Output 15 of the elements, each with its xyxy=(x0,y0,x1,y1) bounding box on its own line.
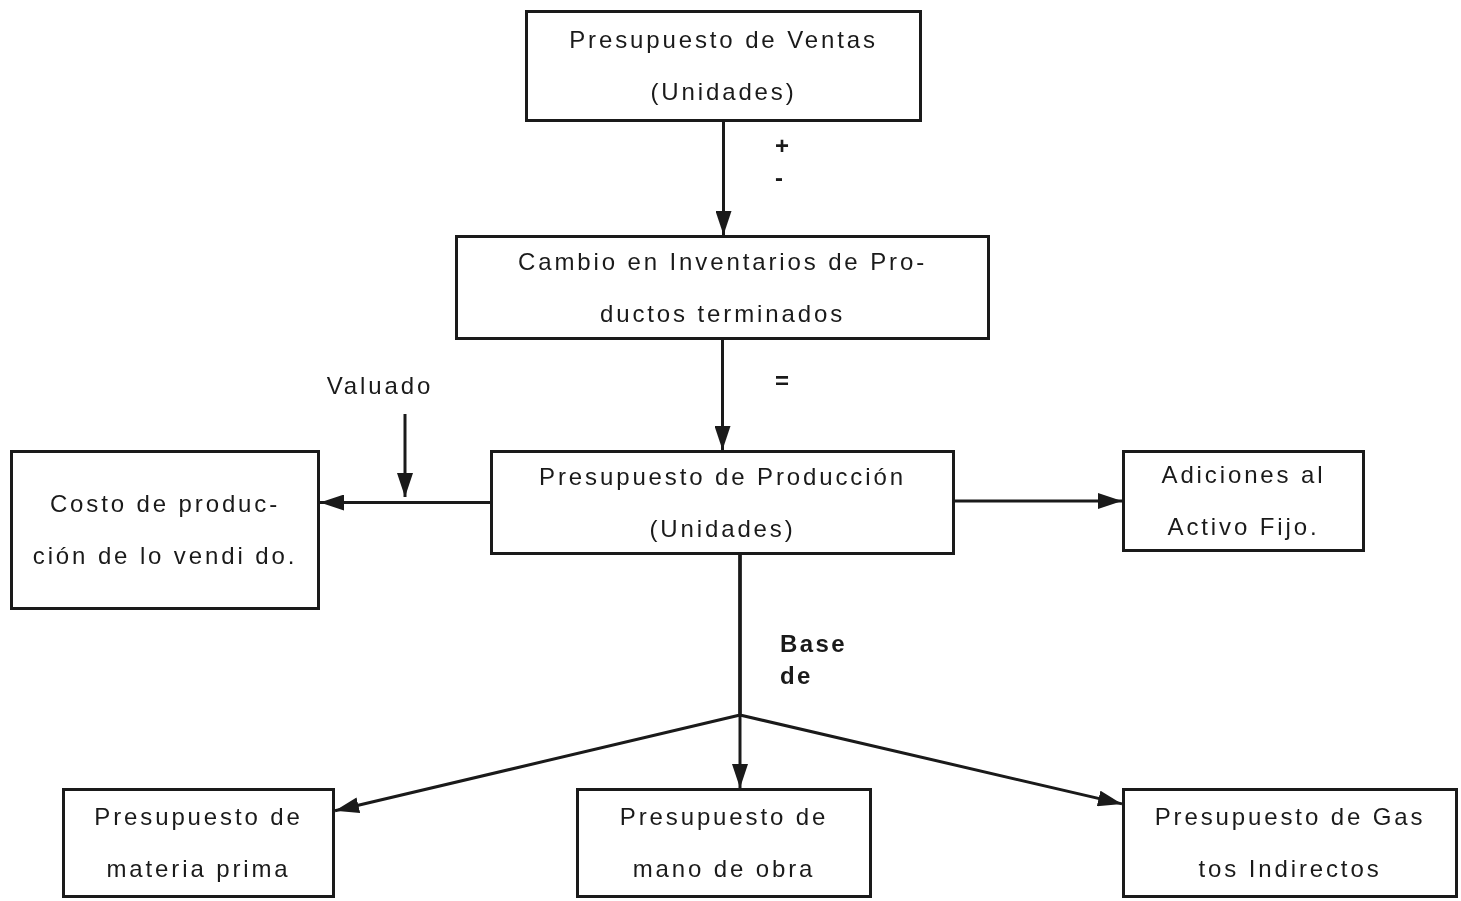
process-box: Cambio en Inventarios de Pro- ductos terminados xyxy=(455,235,990,340)
process-box: Adiciones al Activo Fijo. xyxy=(1122,450,1365,552)
arrow xyxy=(715,122,732,235)
arrow xyxy=(320,494,490,511)
arrow xyxy=(955,493,1122,509)
arrow xyxy=(397,414,413,497)
note-text: Valuado xyxy=(300,368,460,404)
process-box: Presupuesto de Gas tos Indirectos xyxy=(1122,788,1458,898)
arrow xyxy=(738,555,1123,809)
arrow xyxy=(714,340,731,450)
process-box: Presupuesto de Producción (Unidades) xyxy=(490,450,955,555)
process-box: Presupuesto de materia prima xyxy=(62,788,335,898)
process-box: Presupuesto de mano de obra xyxy=(576,788,872,898)
process-box: Presupuesto de Ventas (Unidades) xyxy=(525,10,922,122)
process-box: Costo de produc- ción de lo vendi do. xyxy=(10,450,320,610)
